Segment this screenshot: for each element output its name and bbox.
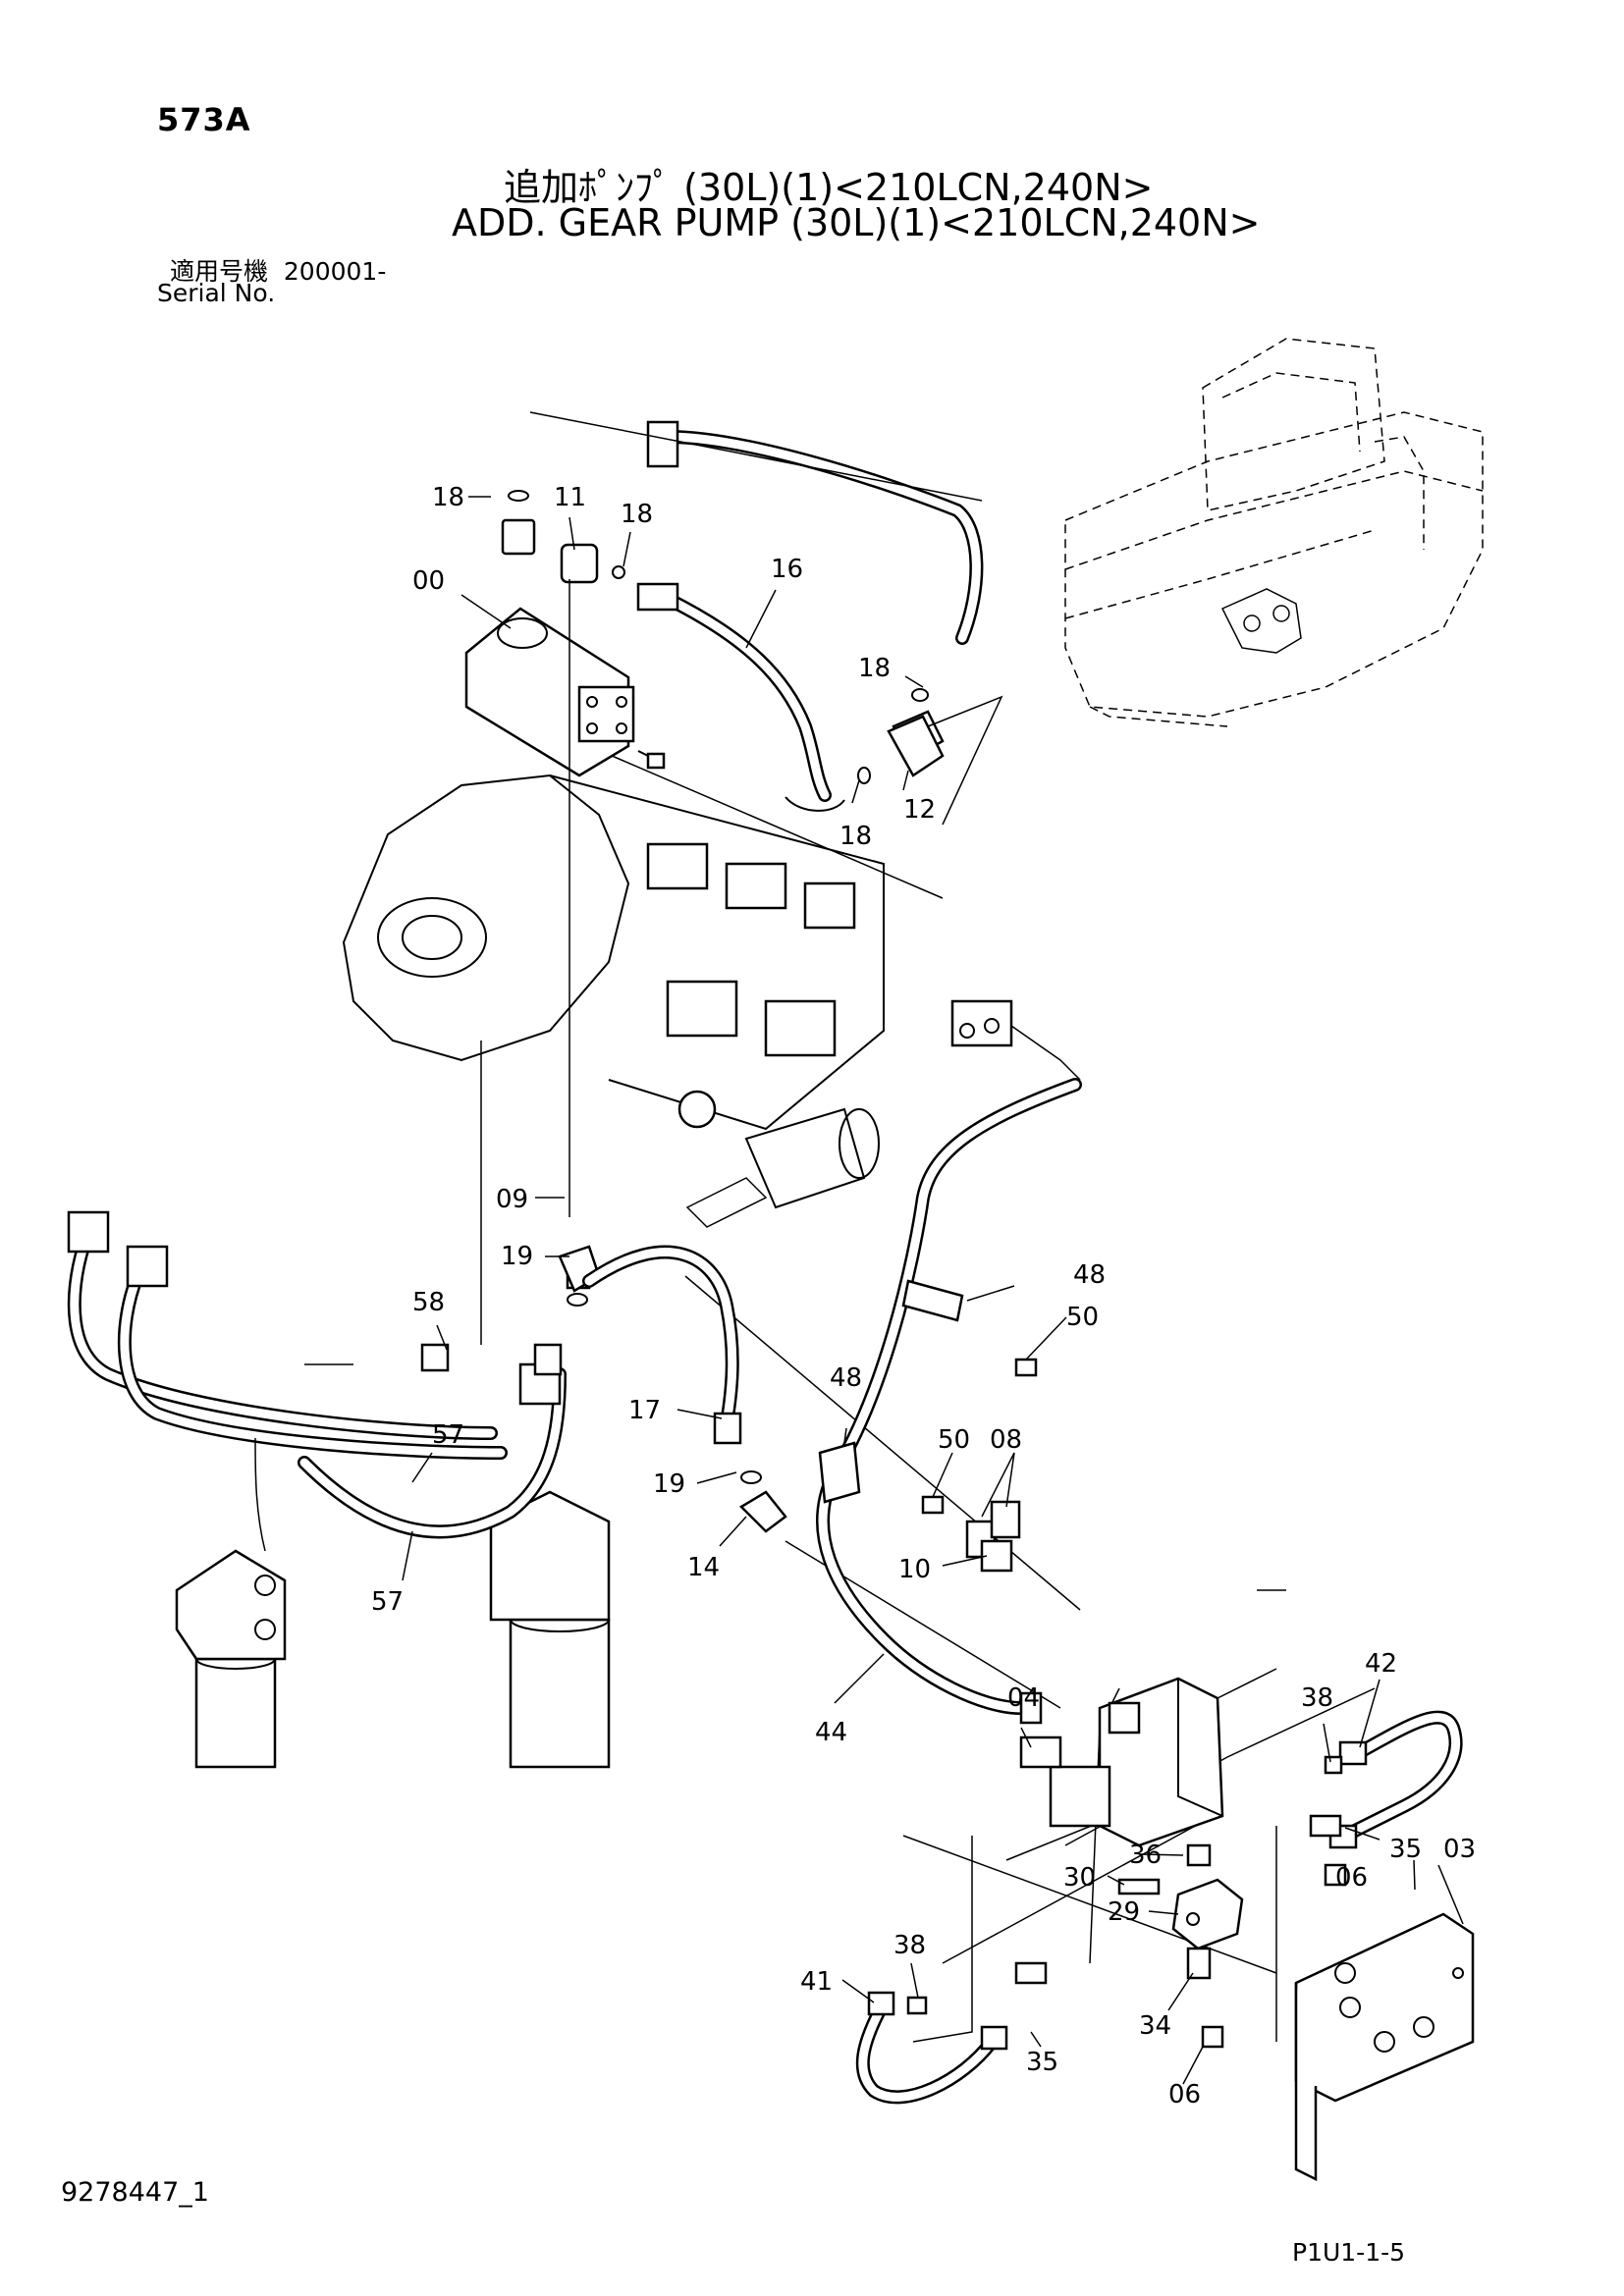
callout-08: 08 [990,1425,1022,1455]
callout-44: 44 [815,1718,847,1747]
callout-labels: 18 11 18 00 16 18 12 18 09 19 58 48 50 1… [371,483,1476,2109]
fitting-12 [887,695,1003,826]
callout-03: 03 [1443,1835,1476,1864]
callout-57: 57 [432,1420,464,1450]
callout-41: 41 [800,1967,833,1997]
hose-16 [636,582,845,812]
callout-57: 57 [371,1587,404,1617]
callout-48: 48 [1073,1260,1106,1290]
gear-pump [464,607,666,777]
callout-50: 50 [1066,1303,1099,1332]
callout-09: 09 [496,1185,528,1214]
filter-assembly [175,1490,611,1769]
callout-00: 00 [412,566,445,596]
hose-44 [816,1078,1082,1725]
callout-30: 30 [1063,1863,1096,1893]
callout-42: 42 [1365,1649,1397,1679]
callout-10: 10 [898,1555,931,1584]
page-code: 573A [157,101,251,138]
callout-18: 18 [839,822,872,851]
callout-18: 18 [858,654,891,683]
callout-19: 19 [501,1242,533,1271]
callout-18: 18 [621,500,653,529]
callout-35: 35 [1026,2048,1058,2077]
manifold-block [1019,1668,1277,1847]
page-reference: P1U1-1-5 [1292,2238,1406,2267]
callout-06: 06 [1168,2080,1201,2109]
callout-06: 06 [1335,1863,1368,1893]
leader-centerlines [480,411,1376,2043]
hose-41 [855,1961,1048,2105]
fitting-block-29 [1117,1814,1342,1980]
serial-label-japanese: 適用号機 200001- [170,257,387,286]
callout-19: 19 [653,1469,685,1499]
title-japanese: 追加ﾎﾟﾝﾌﾟ (30L)(1)<210LCN,240N> [504,166,1154,209]
callout-14: 14 [687,1553,720,1582]
callout-29: 29 [1108,1897,1140,1927]
leader-lines [402,496,1464,2085]
title-english: ADD. GEAR PUMP (30L)(1)<210LCN,240N> [452,201,1261,244]
callout-48: 48 [830,1363,862,1393]
hose-upper-return [646,420,984,645]
excavator-silhouette [1064,338,1484,727]
callout-38: 38 [893,1931,926,1960]
small-hardware [738,1358,1038,1573]
callout-12: 12 [903,795,936,825]
callout-36: 36 [1129,1841,1162,1870]
hose-42 [1324,1710,1463,1849]
document-number: 9278447_1 [61,2177,209,2208]
callout-17: 17 [628,1396,661,1425]
serial-label-english: Serial No. [157,279,276,307]
callout-11: 11 [554,483,586,512]
hose-17 [558,1245,742,1445]
main-pump-assembly [342,745,944,1228]
hoses-57 [67,1210,567,1552]
callout-35: 35 [1389,1835,1422,1864]
callout-58: 58 [412,1288,445,1317]
callout-04: 04 [1007,1683,1040,1713]
callout-34: 34 [1139,2011,1171,2041]
callout-18: 18 [432,483,464,512]
callout-50: 50 [938,1425,970,1455]
callout-16: 16 [771,555,803,584]
bracket-03 [1201,1863,1475,2182]
pressure-sensor [950,999,1081,1081]
callout-38: 38 [1301,1683,1333,1713]
